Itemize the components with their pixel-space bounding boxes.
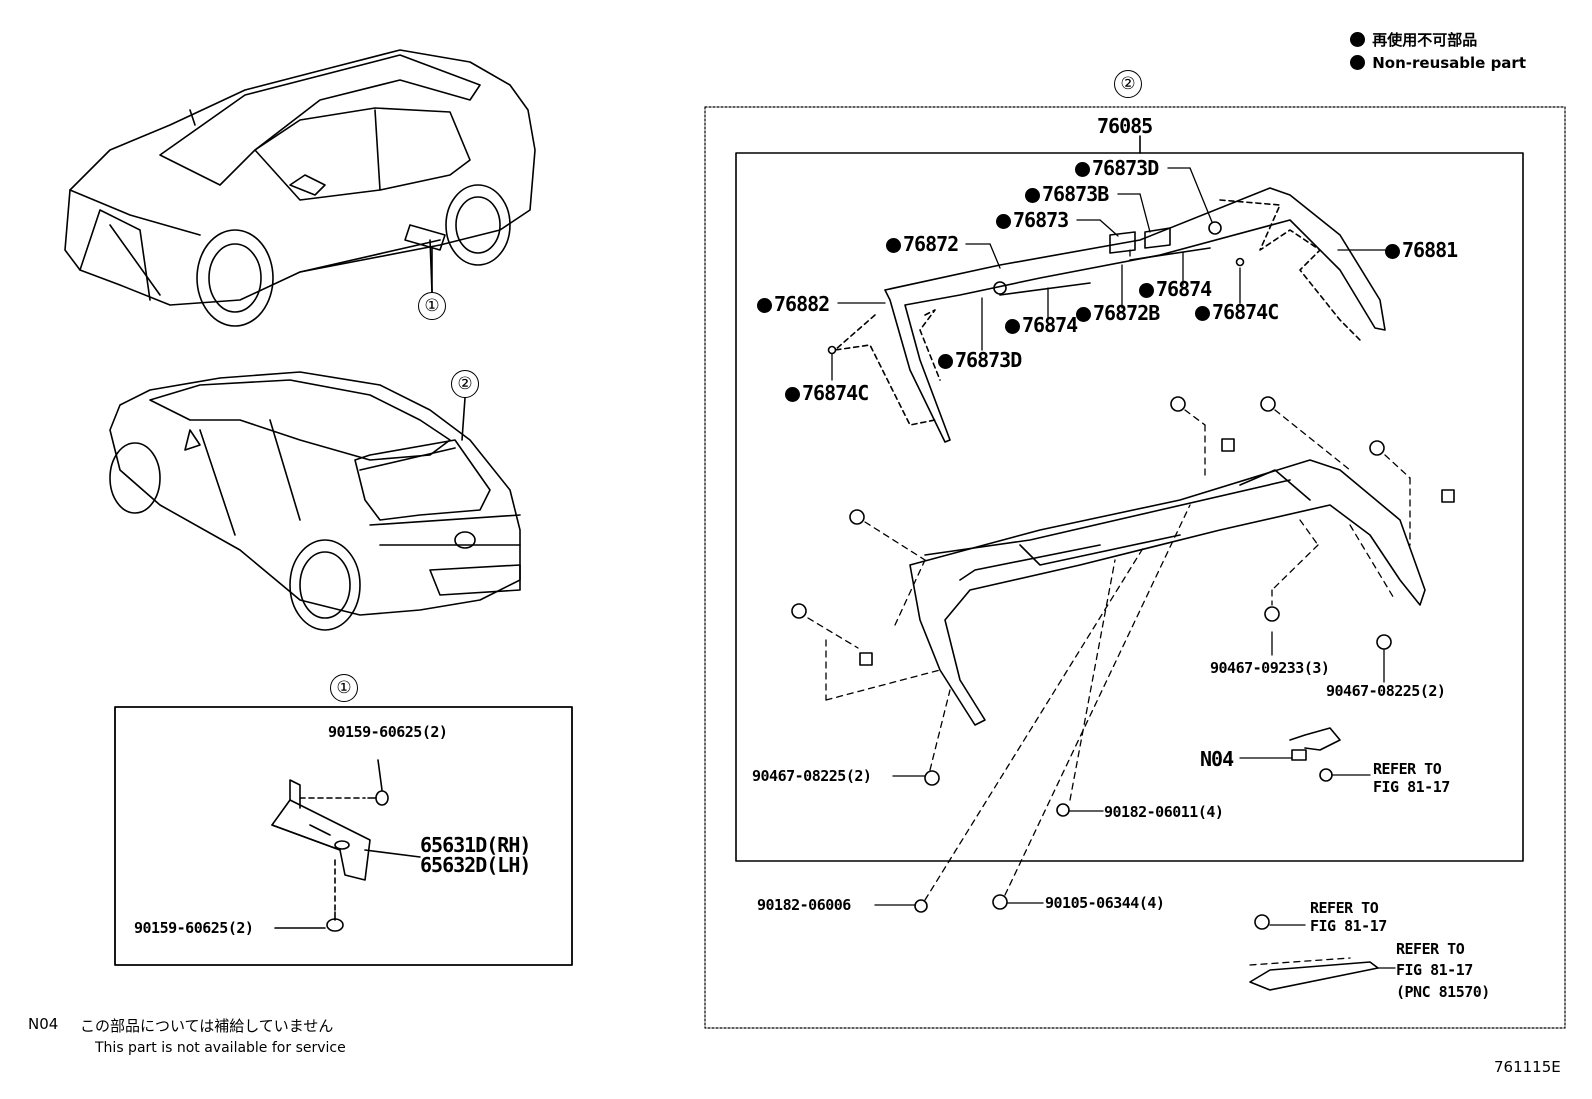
footnote-code: N04: [28, 1015, 59, 1033]
part-76873[interactable]: 76873: [996, 208, 1069, 232]
clips-drawing: [791, 396, 1455, 991]
part-76874-left[interactable]: 76874: [1005, 313, 1078, 337]
part-N04[interactable]: N04: [1200, 747, 1234, 771]
part-90467-09233[interactable]: 90467-09233(3): [1210, 659, 1330, 677]
refer-fig-81-17-a-line2[interactable]: FIG 81-17: [1373, 778, 1450, 796]
bracket-drawing: [271, 779, 371, 881]
non-reusable-dot-icon: [785, 387, 800, 402]
callout-2-car[interactable]: ②: [451, 370, 479, 398]
non-reusable-dot-icon: [938, 354, 953, 369]
refer-fig-81-17-c-line2[interactable]: FIG 81-17: [1396, 961, 1473, 979]
part-76872B[interactable]: 76872B: [1076, 301, 1160, 325]
part-76873D-bottom[interactable]: 76873D: [938, 348, 1022, 372]
part-76881[interactable]: 76881: [1385, 238, 1458, 262]
non-reusable-dot-icon: [886, 238, 901, 253]
part-76085-assembly[interactable]: 76085: [1097, 114, 1153, 138]
part-65632D-lh[interactable]: 65632D(LH): [420, 853, 531, 877]
part-76873D-top[interactable]: 76873D: [1075, 156, 1159, 180]
refer-fig-81-17-c-line1[interactable]: REFER TO: [1396, 940, 1465, 958]
part-65631D-rh[interactable]: 65631D(RH): [420, 833, 531, 857]
part-76872[interactable]: 76872: [886, 232, 959, 256]
part-76882[interactable]: 76882: [757, 292, 830, 316]
part-76874C-left[interactable]: 76874C: [785, 381, 869, 405]
part-90467-08225-left[interactable]: 90467-08225(2): [752, 767, 872, 785]
part-90105-06344[interactable]: 90105-06344(4): [1045, 894, 1165, 912]
callout-2-box: ②: [1114, 70, 1142, 98]
non-reusable-dot-icon: [1005, 319, 1020, 334]
bolt-top-drawing: [367, 759, 389, 806]
non-reusable-dot-icon: [996, 214, 1011, 229]
part-76874C-right[interactable]: 76874C: [1195, 300, 1279, 324]
legend-en: Non-reusable part: [1350, 54, 1526, 72]
car-rear-view: [109, 371, 521, 631]
legend-jp-text: 再使用不可部品: [1372, 31, 1478, 49]
refer-pnc-81570[interactable]: (PNC 81570): [1396, 983, 1490, 1001]
legend-en-text: Non-reusable part: [1372, 54, 1526, 72]
part-90159-60625-bottom[interactable]: 90159-60625(2): [134, 919, 254, 937]
non-reusable-dot-icon: [1195, 306, 1210, 321]
refer-fig-81-17-b-line2[interactable]: FIG 81-17: [1310, 917, 1387, 935]
figure-id: 761115E: [1494, 1058, 1561, 1076]
non-reusable-dot-icon: [757, 298, 772, 313]
non-reusable-dot-icon: [1076, 307, 1091, 322]
non-reusable-dot-icon: [1350, 55, 1365, 70]
lower-garnish-drawing: [909, 459, 1426, 726]
non-reusable-dot-icon: [1025, 188, 1040, 203]
refer-fig-81-17-a-line1[interactable]: REFER TO: [1373, 760, 1442, 778]
upper-moulding-drawing: [827, 187, 1386, 443]
non-reusable-dot-icon: [1075, 162, 1090, 177]
footnote-jp: この部品については補給していません: [80, 1017, 334, 1035]
part-90182-06011[interactable]: 90182-06011(4): [1104, 803, 1224, 821]
car-front-view: [64, 49, 536, 327]
part-76874-right[interactable]: 76874: [1139, 277, 1212, 301]
part-90467-08225-right[interactable]: 90467-08225(2): [1326, 682, 1446, 700]
part-76873B[interactable]: 76873B: [1025, 182, 1109, 206]
callout-1-box: ①: [330, 674, 358, 702]
legend-jp: 再使用不可部品: [1350, 29, 1477, 50]
part-90182-06006[interactable]: 90182-06006: [757, 896, 851, 914]
part-90159-60625-top[interactable]: 90159-60625(2): [328, 723, 448, 741]
refer-fig-81-17-b-line1[interactable]: REFER TO: [1310, 899, 1379, 917]
callout-1-car[interactable]: ①: [418, 292, 446, 320]
non-reusable-dot-icon: [1385, 244, 1400, 259]
footnote-en: This part is not available for service: [95, 1040, 346, 1056]
non-reusable-dot-icon: [1350, 32, 1365, 47]
bolt-bottom-drawing: [326, 911, 344, 932]
non-reusable-dot-icon: [1139, 283, 1154, 298]
